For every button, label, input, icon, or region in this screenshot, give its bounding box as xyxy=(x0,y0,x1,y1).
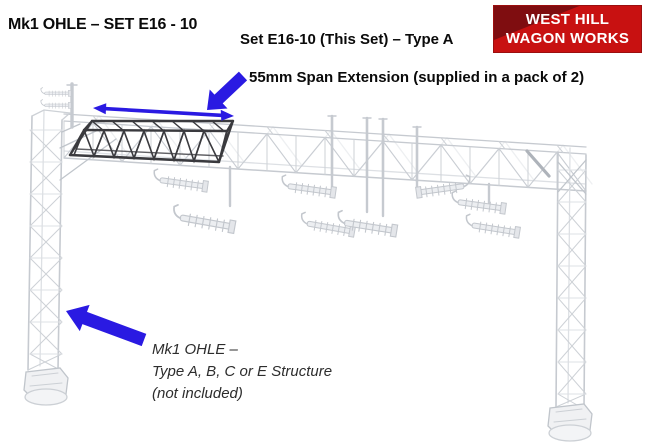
structure-note-line-2: Type A, B, C or E Structure xyxy=(152,363,333,380)
span-extension-truss xyxy=(68,119,235,164)
span-extension-arrow-icon xyxy=(207,71,248,110)
structure-note-line-3: (not included) xyxy=(152,385,243,402)
set-type-label: Set E16-10 (This Set) – Type A xyxy=(240,31,454,48)
brand-line-1: WEST HILL xyxy=(525,11,610,28)
gantry-base-structure xyxy=(23,82,593,442)
brand-logo: WEST HILL WAGON WORKS xyxy=(493,5,642,53)
span-extension-label: 55mm Span Extension (supplied in a pack … xyxy=(249,69,585,86)
right-tower xyxy=(525,147,587,410)
structure-pointer-arrow-icon xyxy=(66,304,147,347)
brand-line-2: WAGON WORKS xyxy=(505,30,630,47)
registration-arms xyxy=(40,87,522,239)
right-tower-base xyxy=(547,403,593,442)
left-tower xyxy=(27,109,117,371)
structure-note: Mk1 OHLE – Type A, B, C or E Structure (… xyxy=(152,339,332,405)
annotation-arrows xyxy=(66,71,248,347)
left-tower-base xyxy=(23,367,69,406)
gantry-beam xyxy=(63,113,587,192)
product-title: Mk1 OHLE – SET E16 - 10 xyxy=(8,16,198,33)
span-double-arrow-icon xyxy=(93,103,234,121)
catenary-masts xyxy=(66,82,422,183)
structure-note-line-1: Mk1 OHLE – xyxy=(152,341,238,358)
